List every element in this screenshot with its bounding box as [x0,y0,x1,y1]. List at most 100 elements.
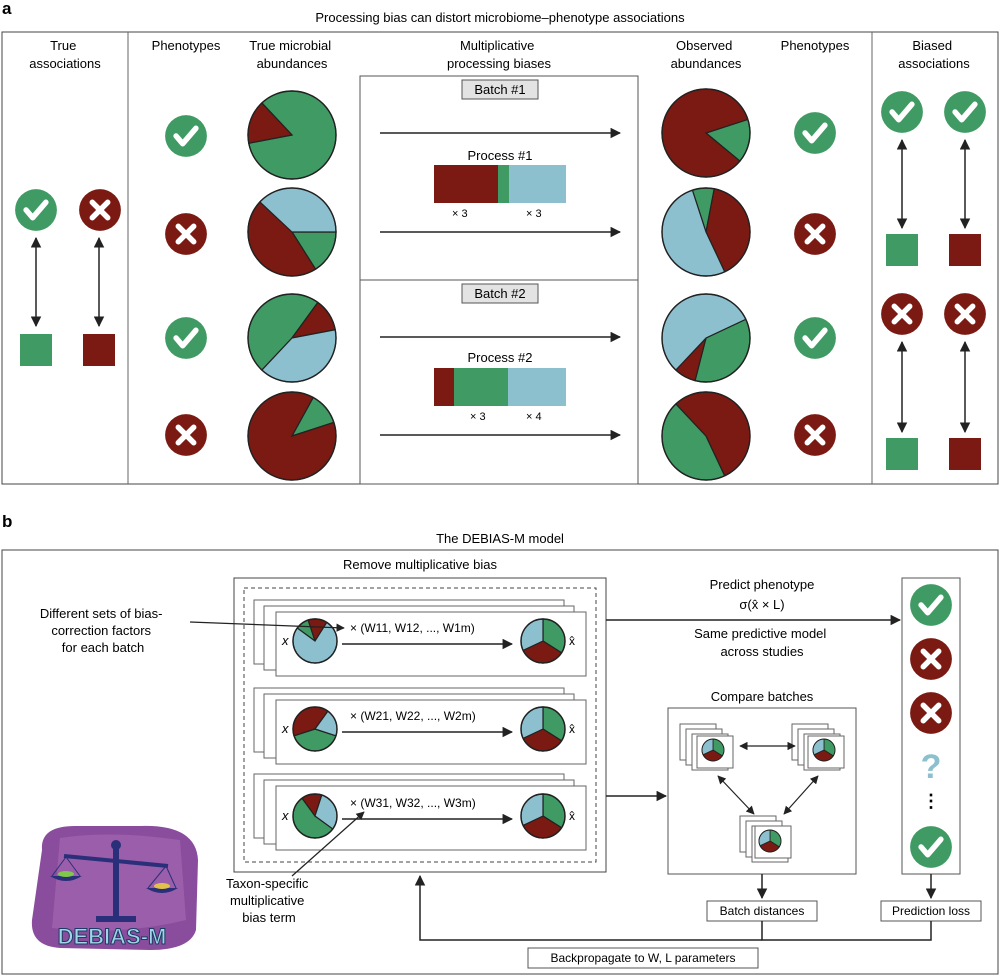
prediction-check-icon [910,584,952,626]
biased-taxon-green-bottom [886,438,918,470]
row-3-input-pie-outline [292,793,338,839]
header-phenotypes-2: Phenotypes [781,38,850,53]
compare-bottom-pie [758,829,782,853]
compare-arrow-left-diag [717,775,755,815]
true-pie-2 [247,187,337,277]
row-1-weights: × (W11, W12, ..., W1m) [350,621,475,635]
biased-taxon-red-top [949,234,981,266]
process-1-bar-green [498,165,509,203]
row-3-output-pie-outline [520,793,566,839]
batch-distances-label: Batch distances [720,904,805,918]
phenotype-check-icon [794,317,836,359]
true-pie-1-outline [247,90,337,180]
true-pie-4 [247,391,337,481]
observed-pie-4-outline [661,391,751,481]
row-1-output-pie-outline [520,618,566,664]
compare-bottom-pie-outline [758,829,782,853]
row-2-output-pie-outline [520,706,566,752]
prediction-cross-icon [910,638,952,680]
scale-weight-right [154,883,170,889]
row-3-weights: × (W31, W32, ..., W3m) [350,796,476,810]
callout-sets: Different sets of bias- correction facto… [40,606,166,655]
prediction-ellipsis: ⋮ [922,791,940,811]
callout-taxon-pointer [291,811,365,877]
process-2-bar-red [434,368,454,406]
process-1-bar-red [434,165,498,203]
scale-pan-left [50,876,82,881]
phenotype-check-icon [794,112,836,154]
header-biased: Biased associations [898,38,970,71]
header-true-abund: True microbial abundances [249,38,335,71]
predict-title: Predict phenotype [710,577,815,592]
true-pie-3 [247,293,337,383]
phenotype-cross-icon [794,213,836,255]
true-check-icon [15,189,57,231]
debias-m-logo: DEBIAS-M [31,825,198,950]
batch-1-label: Batch #1 [474,82,525,97]
row-2-weights: × (W21, W22, ..., W2m) [350,709,476,723]
row-1-output-pie [520,618,566,664]
true-taxon-red [83,334,115,366]
true-pie-1 [247,90,337,180]
row-2-input-pie-outline [292,706,338,752]
observed-pie-2 [661,187,751,277]
true-pie-3-outline [247,293,337,383]
scale-string-left-b [65,856,81,877]
row-1-x: x [281,633,289,648]
phenotype-cross-icon [165,213,207,255]
row-1-input-pie-outline [292,618,338,664]
row-2-xhat: x̂ [569,722,575,736]
observed-pie-1-outline [661,88,751,178]
observed-pie-3-outline [661,293,751,383]
process-2-bar-blue [508,368,566,406]
process-2-mult-left: × 3 [470,411,486,423]
scale-string-right-b [165,865,177,889]
header-bias: Multiplicative processing biases [447,38,552,71]
compare-right-pie [812,738,836,762]
scale-base [96,916,136,922]
scale-pan-right [146,888,178,893]
scale-weight-left [58,871,74,877]
remove-bias-dashed [243,587,597,863]
backprop-loop [761,921,932,941]
predict-formula: σ(x̂ × L) [739,597,784,612]
biased-cross-icon [881,293,923,335]
observed-pie-2-outline [661,187,751,277]
process-2-label: Process #2 [467,350,532,365]
panel-a-title: Processing bias can distort microbiome–p… [315,10,685,25]
process-1-label: Process #1 [467,148,532,163]
batch-2-tag [461,283,539,304]
process-2-mult-right: × 4 [526,411,542,423]
prediction-check-icon [910,826,952,868]
row-3-x: x [281,808,289,823]
backprop-label: Backpropagate to W, L parameters [551,951,736,965]
scale-string-right-a [147,865,167,889]
true-taxon-green [20,334,52,366]
process-1-bar-blue [509,165,566,203]
panel-b-title: The DEBIAS-M model [436,531,564,546]
compare-right-pie-outline [812,738,836,762]
row-1-input-pie [292,618,338,664]
biased-taxon-green-top [886,234,918,266]
panel-b-frame [1,549,999,975]
batch-1-tag [461,79,539,100]
process-1-mult-left: × 3 [452,208,468,220]
backprop-arrow [414,874,762,941]
observed-pie-3 [661,293,751,383]
prediction-question-icon: ? [921,748,942,786]
backprop-box [527,947,759,969]
same-model-note: Same predictive model across studies [694,626,830,659]
scale-string-left-a [51,856,67,877]
process-1-mult-right: × 3 [526,208,542,220]
biased-taxon-red-bottom [949,438,981,470]
phenotype-cross-icon [165,414,207,456]
prediction-cross-icon [910,692,952,734]
biased-check-icon [881,91,923,133]
panel-b-label: b [2,512,12,531]
header-phenotypes: Phenotypes [152,38,221,53]
true-pie-2-outline [247,187,337,277]
header-true-assoc: True associations [29,38,101,71]
biased-cross-icon [944,293,986,335]
row-2-output-pie [520,706,566,752]
